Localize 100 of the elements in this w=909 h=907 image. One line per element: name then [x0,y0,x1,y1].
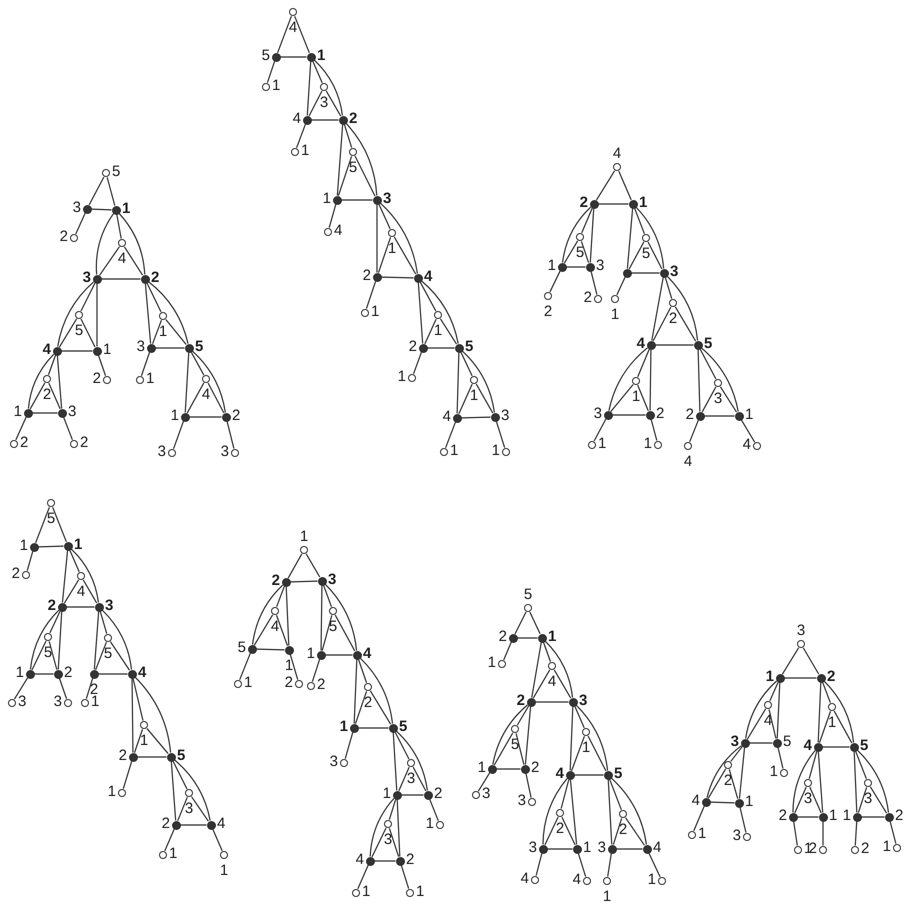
vertex-label: 1 [828,715,836,730]
vertex-label: 1 [272,78,280,93]
graph-edge [514,612,527,634]
open-vertex [320,83,328,91]
graph-edge [428,347,454,349]
vertex-label: 1 [766,669,774,684]
vertex-label: 2 [668,311,678,326]
graph-edge [738,747,746,799]
graph-edge [609,778,622,810]
vertex-label: 1 [639,195,648,210]
graph-edge [322,615,332,651]
graph-edge [824,680,854,743]
graph-edge [768,709,777,739]
filled-vertex [184,344,194,352]
graph-edge [616,848,642,850]
vertex-label: 1 [602,889,612,904]
vertex-label: 2 [317,677,326,692]
graph-edge [460,352,473,376]
vertex-label: 5 [328,619,338,634]
graph-edge [576,704,608,771]
graph-edge [494,732,514,766]
filled-vertex [740,738,750,748]
vertex-label: 1 [488,655,496,670]
filled-vertex [282,578,290,586]
filled-vertex [92,346,102,356]
graph-edge [290,654,298,680]
open-vertex [588,441,596,449]
open-vertex [511,725,519,733]
open-vertex [75,311,83,319]
filled-vertex [696,412,704,420]
vertex-label: 4 [520,871,529,886]
open-vertex [619,810,627,818]
vertex-label: 4 [572,872,581,887]
open-vertex [472,791,480,799]
open-vertex [349,148,357,156]
graph-edge [88,176,104,206]
graph-edge [30,382,46,410]
graph-edge [35,506,50,544]
graph-edge [424,318,437,344]
filled-vertex [366,856,374,866]
open-vertex [658,877,666,885]
graph-edge [421,280,459,344]
open-vertex [8,699,16,707]
open-vertex [361,309,369,317]
open-vertex [47,499,55,507]
graph-edge [122,761,132,789]
vertex-label: 4 [356,852,364,867]
graph-edge [190,416,222,418]
filled-vertex [172,820,180,830]
vertex-label: 4 [138,665,146,680]
vertex-label: 1 [74,537,82,552]
open-vertex [234,680,242,688]
vertex-label: 1 [300,529,308,544]
graph-edge [818,682,822,743]
graph-edge [66,606,94,608]
open-vertex [81,699,89,707]
vertex-label: 5 [642,246,650,261]
filled-vertex [608,844,616,854]
graph-edge [702,386,716,412]
graph-edge [394,732,410,760]
filled-vertex [628,200,638,208]
vertex-label: 4 [217,816,226,831]
graph-edge [710,802,735,804]
filled-vertex [396,856,404,866]
graph-edge [226,421,234,449]
open-vertex [582,728,590,736]
graph-edge [252,584,284,645]
graph-edge [822,746,850,748]
graph-edge [308,90,322,116]
vertex-label: 3 [406,771,416,786]
graph-edge [86,678,94,699]
graph-edge [170,761,176,821]
graph-edge [164,828,175,852]
vertex-label: 5 [860,738,868,753]
graph-edge [334,614,356,652]
graph-edge [98,673,128,675]
filled-vertex [180,412,190,422]
graph-edge [664,277,672,299]
graph-edge [818,711,832,743]
graph-edge [358,727,388,729]
graph-edge [342,199,372,201]
vertex-label: 2 [584,290,592,305]
graph-edge [398,766,410,792]
vertex-label: 3 [68,404,76,419]
filled-vertex [776,674,784,682]
graph-edge [118,212,146,275]
graph-edge [276,615,288,646]
graph-edge [478,772,490,792]
graph-edge [856,750,890,813]
graph-edge [58,318,78,348]
vertex-label: 5 [399,719,408,734]
graph-edge [177,796,188,822]
filled-vertex [622,268,632,278]
graph-edge [96,284,98,346]
vertex-label: 3 [54,694,62,709]
vertex-label: 5 [46,511,56,526]
graph-edge [648,242,662,270]
vertex-label: 4 [42,342,51,357]
graph-edge [728,769,738,799]
vertex-label: 3 [730,734,739,749]
